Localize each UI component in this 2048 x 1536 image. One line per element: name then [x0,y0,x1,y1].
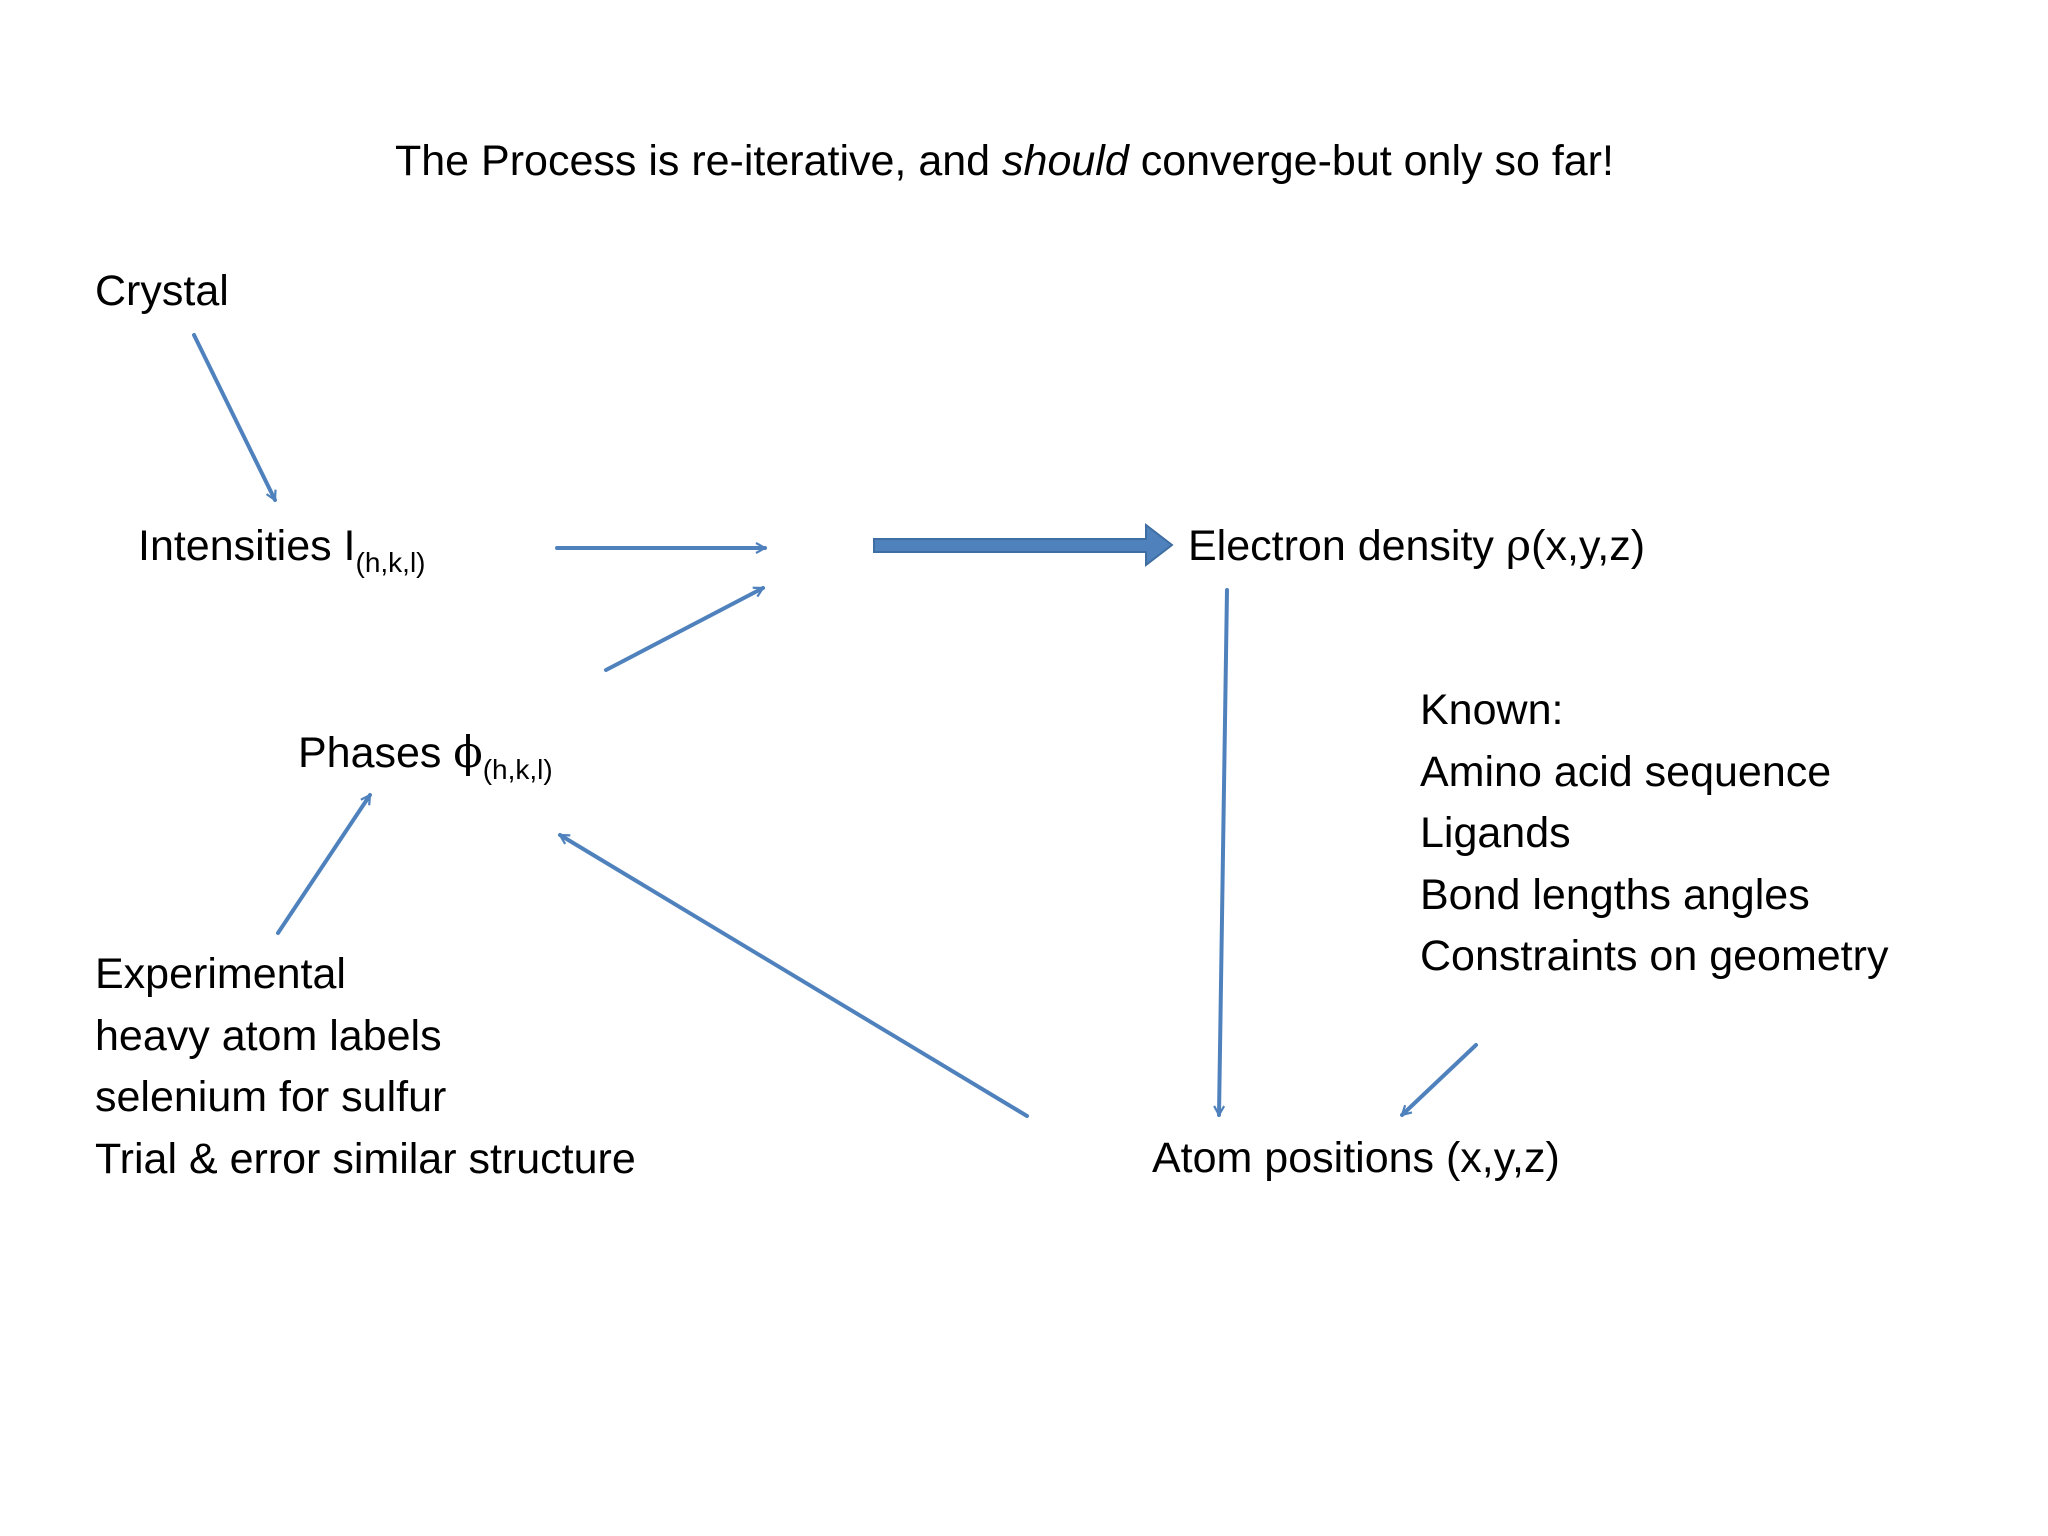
node-phases: Phases ϕ(h,k,l) [298,729,553,784]
node-intensities: Intensities I(h,k,l) [138,522,426,577]
experimental-item: heavy atom labels [95,1011,442,1060]
rho-symbol: ρ [1505,521,1532,571]
experimental-list: Experimental heavy atom labels selenium … [95,944,636,1190]
arrow-phases-to-merge [604,586,763,672]
known-item: Bond lengths angles [1420,870,1810,919]
title-part-2: converge-but only so far! [1128,137,1614,185]
node-atom-positions: Atom positions (x,y,z) [1152,1134,1560,1182]
arrow-density-to-atoms [1219,588,1229,1115]
experimental-item: Experimental [95,950,346,998]
arrow-known-to-atoms [1400,1043,1478,1117]
experimental-item: selenium for sulfur [95,1073,447,1121]
slide-title: The Process is re-iterative, and should … [395,140,1614,183]
experimental-item: Trial & error similar structure [95,1134,636,1183]
phi-symbol: ϕ [453,728,483,778]
known-list: Known: Amino acid sequence Ligands Bond … [1420,680,1888,988]
phases-subscript: (h,k,l) [482,754,553,785]
electron-density-label: Electron density [1188,522,1506,570]
known-item: Constraints on geometry [1420,932,1889,980]
known-item: Amino acid sequence [1420,747,1832,796]
electron-density-args: (x,y,z) [1531,522,1646,570]
title-part-1: The Process is re-iterative, and [395,137,1003,185]
intensities-subscript: (h,k,l) [355,547,426,578]
title-emphasis: should [1002,137,1129,185]
intensities-label: Intensities I [138,522,356,570]
known-item: Ligands [1420,809,1571,857]
phases-label: Phases [298,729,454,777]
arrow-atoms-to-phases [558,833,1029,1118]
node-crystal: Crystal [95,267,229,315]
arrow-crystal-to-intensities [192,333,277,500]
block-arrow-to-electron-density [873,522,1174,568]
known-item: Known: [1420,686,1564,734]
node-electron-density: Electron density ρ(x,y,z) [1188,525,1645,568]
arrow-experimental-to-phases [276,793,372,935]
